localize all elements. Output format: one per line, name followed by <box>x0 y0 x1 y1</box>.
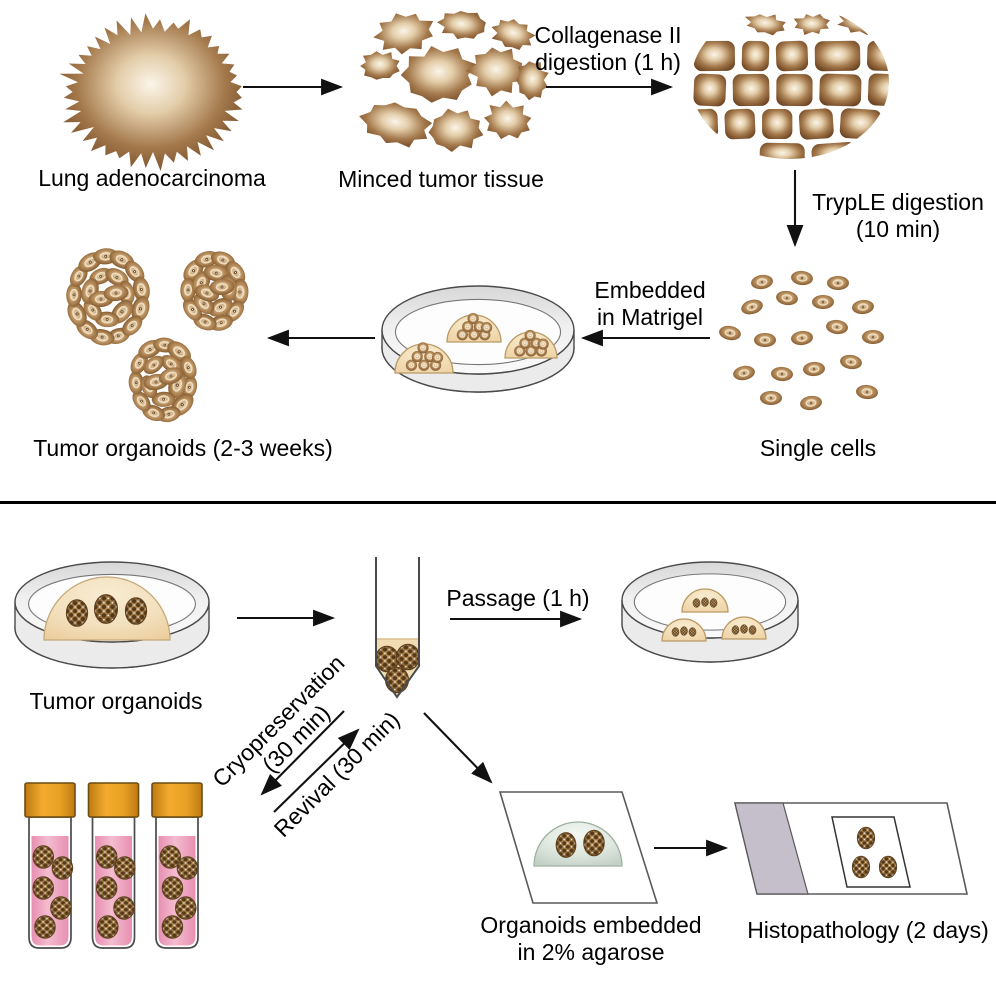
minced-tissue-illustration <box>359 11 549 153</box>
arrow-to-agarose <box>423 712 493 784</box>
tumor-organoid-clusters-illustration <box>62 245 251 426</box>
label-tryple-digestion: TrypLE digestion (10 min) <box>812 189 984 242</box>
matrigel-dish-illustration <box>381 285 575 393</box>
centrifuge-tube-illustration <box>374 557 421 699</box>
arrow-revival <box>273 728 360 813</box>
cryovial <box>151 782 203 949</box>
cryovials-illustration <box>24 782 203 949</box>
label-lung-adenocarcinoma: Lung adenocarcinoma <box>38 165 266 191</box>
passaged-dish-illustration <box>621 561 799 663</box>
organoid-cluster <box>126 335 201 426</box>
panel-divider <box>0 501 996 504</box>
label-embedded-in-matrigel: Embedded in Matrigel <box>594 277 706 330</box>
label-tumor-organoids: Tumor organoids <box>29 688 203 714</box>
label-collagenase-digestion: Collagenase II digestion (1 h) <box>534 22 682 75</box>
agarose-slide-illustration <box>498 791 659 904</box>
histology-slide-illustration <box>733 802 968 895</box>
cryovial <box>87 782 140 949</box>
single-cells-illustration <box>717 269 885 413</box>
label-passage: Passage (1 h) <box>446 585 590 611</box>
label-agarose-embedding: Organoids embedded in 2% agarose <box>480 912 702 965</box>
lung-tumor-illustration <box>59 13 243 171</box>
label-single-cells: Single cells <box>759 435 877 461</box>
arrow-cryopreservation <box>260 710 345 796</box>
organoid-cluster <box>178 247 251 335</box>
label-tumor-organoids-weeks: Tumor organoids (2-3 weeks) <box>33 435 333 461</box>
cryovial <box>24 782 76 949</box>
organoid-cluster <box>62 245 154 349</box>
digested-tissue-illustration <box>691 13 889 159</box>
tumor-organoid-dish-illustration <box>14 561 210 669</box>
label-minced-tumor-tissue: Minced tumor tissue <box>338 166 544 192</box>
label-histopathology: Histopathology (2 days) <box>747 917 989 943</box>
